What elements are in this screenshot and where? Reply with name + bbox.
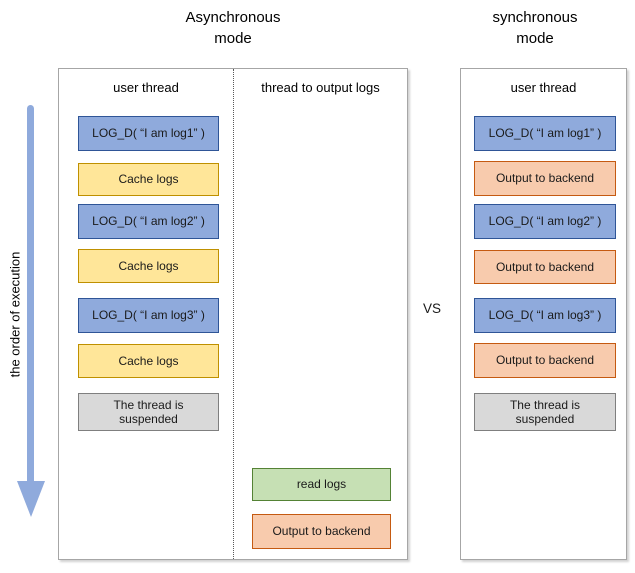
async-output-thread-header: thread to output logs xyxy=(261,80,380,95)
async-panel: user thread thread to output logs LOG_D(… xyxy=(58,68,408,560)
sync-mode-title-line2: mode xyxy=(516,30,554,47)
async-user-thread-header: user thread xyxy=(113,80,179,95)
async-mode-title: Asynchronous mode xyxy=(153,7,313,49)
cache-logs-box: Cache logs xyxy=(78,344,219,378)
log-call-box: LOG_D( “I am log1” ) xyxy=(474,116,616,151)
log-call-box: LOG_D( “I am log1” ) xyxy=(78,116,219,151)
cache-logs-box: Cache logs xyxy=(78,163,219,196)
sync-panel: user thread LOG_D( “I am log1” ) Output … xyxy=(460,68,627,560)
output-backend-box: Output to backend xyxy=(252,514,391,549)
output-backend-box: Output to backend xyxy=(474,343,616,378)
thread-column-divider xyxy=(233,69,234,559)
thread-suspended-box: The thread is suspended xyxy=(474,393,616,431)
async-mode-title-line2: mode xyxy=(214,30,252,47)
output-backend-box: Output to backend xyxy=(474,161,616,196)
log-call-box: LOG_D( “I am log2” ) xyxy=(474,204,616,239)
execution-order-label: the order of execution xyxy=(7,251,23,378)
sync-mode-title: synchronous mode xyxy=(455,7,615,49)
log-call-box: LOG_D( “I am log2” ) xyxy=(78,204,219,239)
arrow-down-icon xyxy=(17,481,45,517)
cache-logs-box: Cache logs xyxy=(78,249,219,283)
async-mode-title-line1: Asynchronous xyxy=(185,9,281,26)
log-call-box: LOG_D( “I am log3” ) xyxy=(474,298,616,333)
log-call-box: LOG_D( “I am log3” ) xyxy=(78,298,219,333)
vs-label: VS xyxy=(422,301,441,316)
thread-suspended-box: The thread is suspended xyxy=(78,393,219,431)
execution-order-arrow-shaft xyxy=(27,105,34,482)
sync-user-thread-header: user thread xyxy=(510,80,577,95)
output-backend-box: Output to backend xyxy=(474,250,616,284)
sync-mode-title-line1: synchronous xyxy=(492,9,578,26)
read-logs-box: read logs xyxy=(252,468,391,501)
